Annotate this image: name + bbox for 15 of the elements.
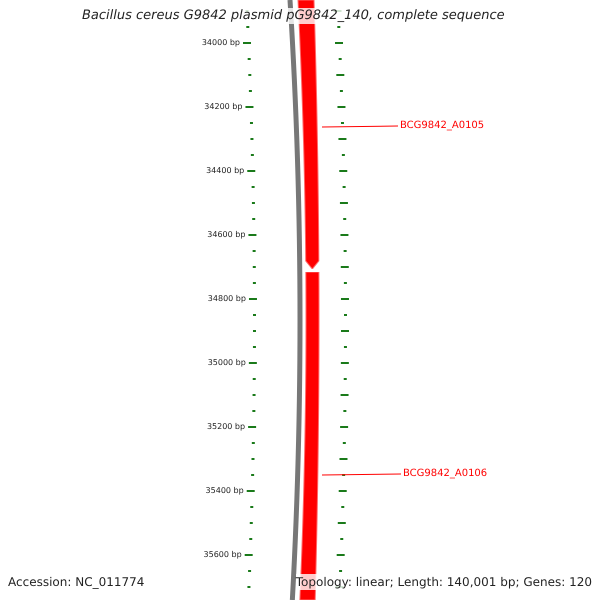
- position-label: 35200 bp: [206, 421, 246, 433]
- sequence-summary: Topology: linear; Length: 140,001 bp; Genes: 120: [296, 574, 592, 590]
- accession-text: Accession: NC_011774: [8, 574, 144, 590]
- position-label: 34600 bp: [206, 229, 246, 241]
- position-label: 35600 bp: [202, 549, 242, 561]
- position-label: 34200 bp: [203, 101, 242, 113]
- leader-line: [322, 474, 402, 476]
- gene-label: BCG9842_A0106: [403, 467, 488, 481]
- position-label: 34000 bp: [200, 37, 240, 49]
- gene-label: BCG9842_A0105: [400, 119, 484, 133]
- position-label: 34400 bp: [205, 165, 244, 177]
- position-label: 35400 bp: [204, 485, 244, 497]
- leader-line: [322, 126, 398, 128]
- position-label: 35000 bp: [206, 357, 246, 369]
- position-label: 34800 bp: [206, 293, 246, 305]
